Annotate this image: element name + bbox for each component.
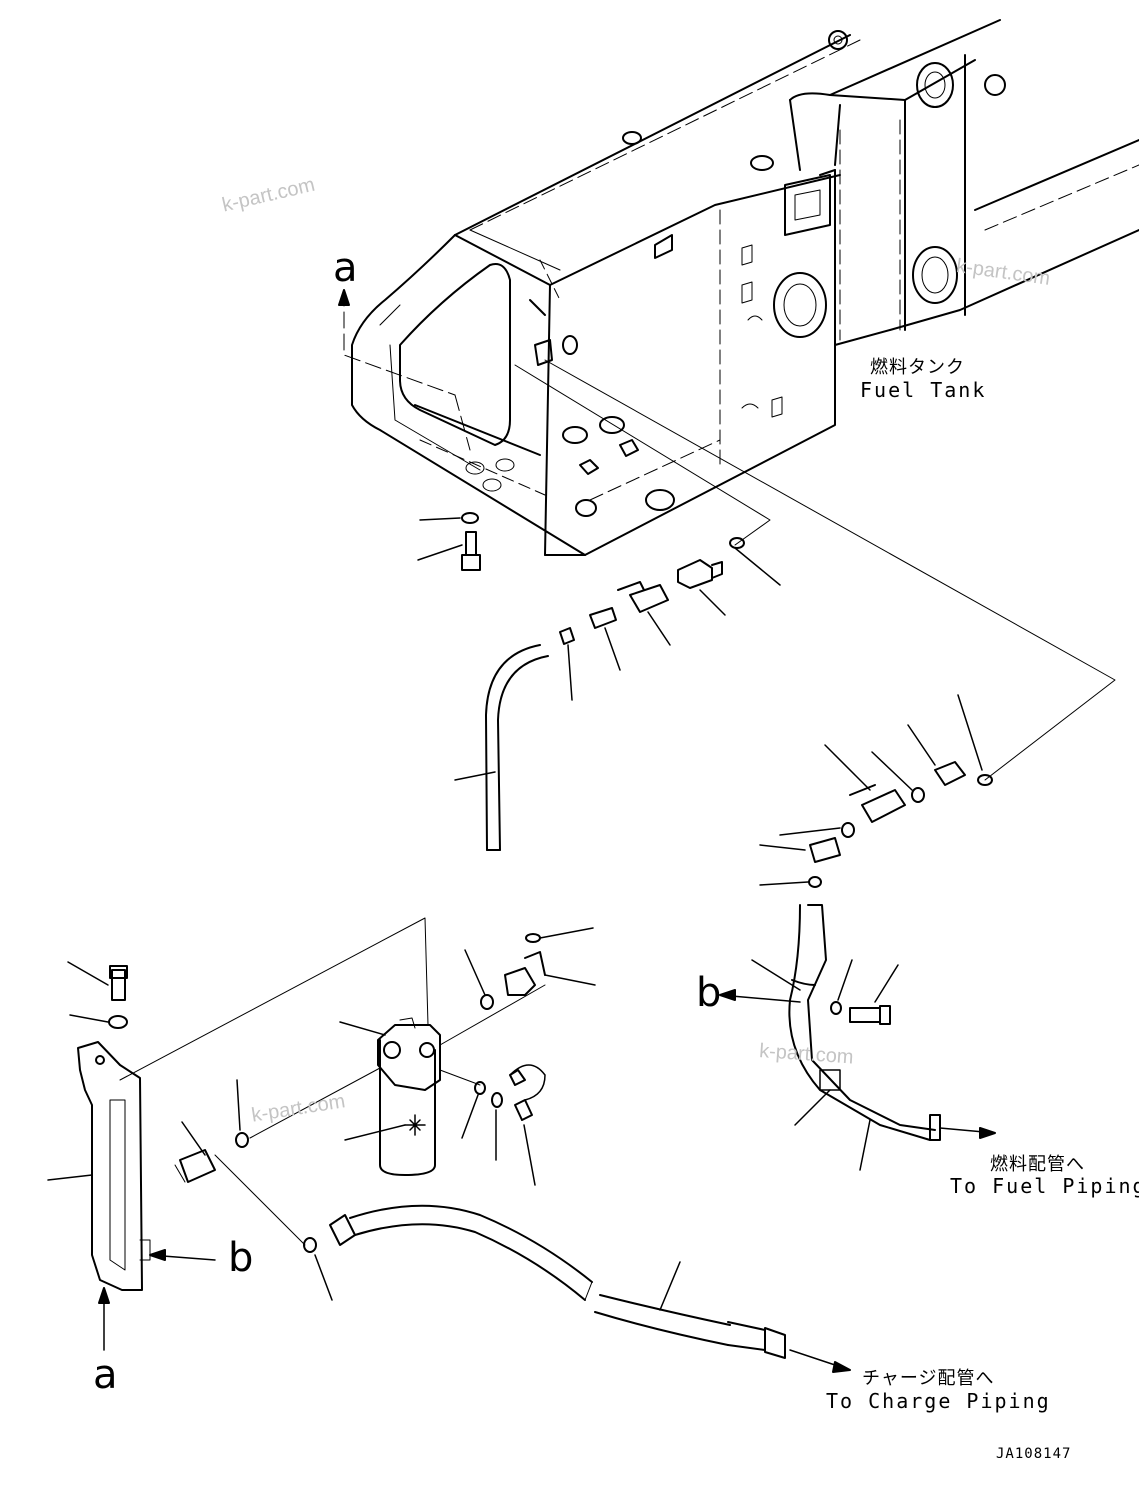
fuel-hose-left <box>454 644 549 851</box>
drain-valve-assembly <box>514 364 781 701</box>
fuel-tank-frame <box>351 19 1139 556</box>
washer-and-bolt-top <box>417 512 481 571</box>
to-charge-piping-label-jp: チャージ配管へ <box>862 1368 995 1389</box>
fuel-hose-right <box>719 904 996 1171</box>
fuel-tank-label-jp: 燃料タンク <box>870 357 965 378</box>
view-letter-b-left: b <box>228 1235 254 1281</box>
charge-hose <box>329 1204 851 1373</box>
view-letter-a-bottom: a <box>93 1352 118 1398</box>
filter-bracket <box>47 917 429 1351</box>
to-fuel-piping-label-en: To Fuel Piping <box>950 1174 1139 1198</box>
to-fuel-piping-label-jp: 燃料配管へ <box>990 1154 1085 1175</box>
fuel-filter <box>339 1017 441 1176</box>
valve-assembly-right <box>544 359 1116 888</box>
filter-fittings <box>174 927 596 1301</box>
fuel-tank-label-en: Fuel Tank <box>860 378 987 402</box>
view-letter-b-right: b <box>696 970 722 1016</box>
view-arrow-a-top <box>338 289 471 451</box>
view-letter-a-top: a <box>333 245 358 291</box>
to-charge-piping-label-en: To Charge Piping <box>826 1389 1051 1413</box>
drawing-code: JA108147 <box>996 1446 1072 1462</box>
